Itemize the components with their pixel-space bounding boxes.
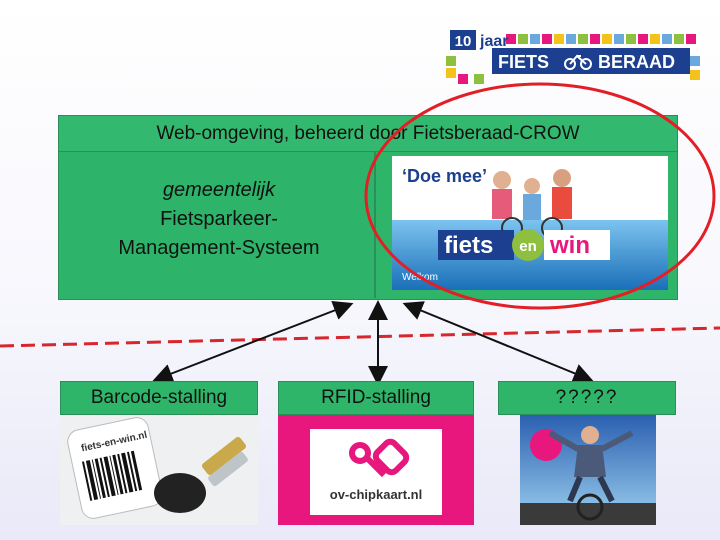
businessman-on-bike-image — [520, 415, 656, 525]
arrow-unknown — [410, 306, 586, 378]
logo-jaar: jaar — [479, 33, 508, 50]
rfid-stalling-label: RFID-stalling — [278, 381, 474, 415]
arrow-barcode — [160, 306, 346, 378]
logo-beraad: BERAAD — [598, 52, 675, 72]
ov-chipkaart-text: ov-chipkaart.nl — [330, 487, 422, 502]
fms-line-3: Management-Systeem — [66, 234, 372, 263]
logo-number: 10 — [455, 33, 472, 50]
barcode-stalling-label: Barcode-stalling — [60, 381, 258, 415]
fms-line-2: Fietsparkeer- — [66, 205, 372, 234]
ov-chipkaart-card: ov-chipkaart.nl — [310, 429, 442, 515]
fms-label: gemeentelijk Fietsparkeer- Management-Sy… — [66, 176, 372, 263]
key-fob — [154, 473, 206, 513]
barcode-keytag-image: fiets-en-win.nl — [60, 415, 258, 525]
fms-line-1: gemeentelijk — [66, 176, 372, 205]
logo-fiets: FIETS — [498, 52, 549, 72]
unknown-stalling-label: ????? — [498, 381, 676, 415]
highlight-ellipse — [360, 76, 720, 316]
